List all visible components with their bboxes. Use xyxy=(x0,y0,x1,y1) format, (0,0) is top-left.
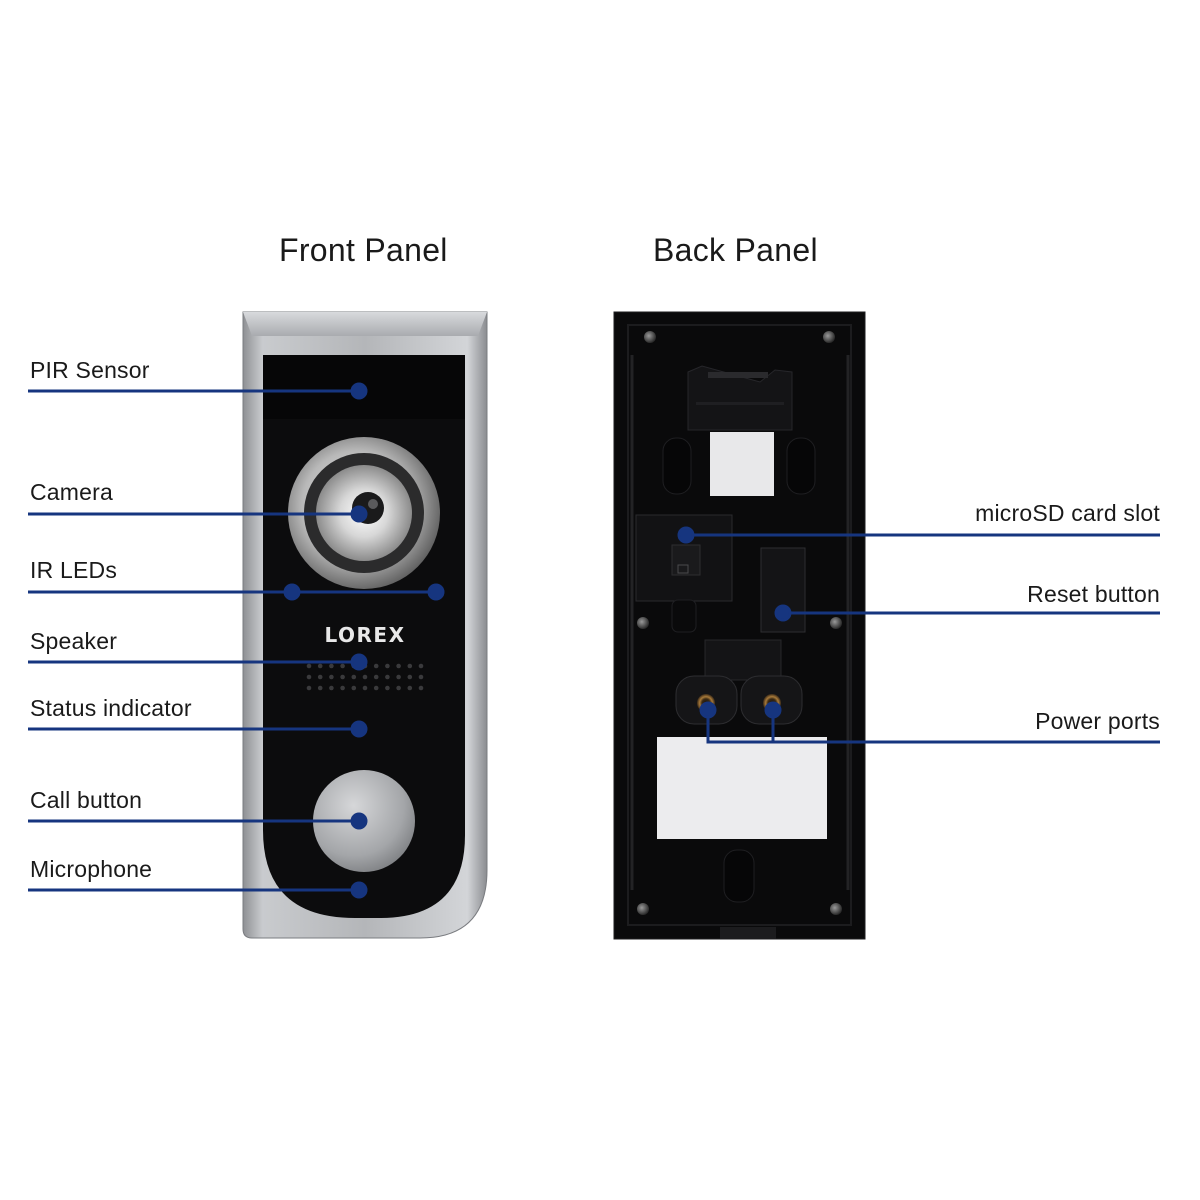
speaker-hole xyxy=(385,663,390,669)
speaker-hole xyxy=(317,674,323,680)
front-panel-title: Front Panel xyxy=(279,232,448,268)
speaker-hole xyxy=(407,674,413,680)
speaker-hole xyxy=(317,663,323,669)
front-panel-device: LOREX xyxy=(242,311,488,939)
screw xyxy=(637,903,649,915)
speaker-hole xyxy=(306,663,312,669)
label-camera: Camera xyxy=(30,479,114,505)
speaker-hole xyxy=(362,674,368,680)
speaker-hole xyxy=(306,674,312,680)
speaker-hole xyxy=(351,685,357,691)
speaker-hole xyxy=(418,685,424,691)
speaker-hole xyxy=(396,685,401,691)
speaker-hole xyxy=(407,685,413,691)
back-panel-title: Back Panel xyxy=(653,232,818,268)
label-ir-leds: IR LEDs xyxy=(30,557,118,583)
speaker-hole xyxy=(418,674,424,680)
label-speaker: Speaker xyxy=(30,628,118,654)
front-top-cap xyxy=(243,312,487,336)
speaker-hole xyxy=(418,663,424,669)
speaker-hole xyxy=(396,663,401,669)
screw xyxy=(644,331,656,343)
back-panel-device xyxy=(613,311,866,940)
sticker xyxy=(710,432,774,496)
screw xyxy=(830,617,842,629)
speaker-hole xyxy=(340,674,345,680)
speaker-hole xyxy=(396,674,401,680)
speaker-hole xyxy=(329,674,334,680)
brand-logo: LOREX xyxy=(324,623,405,647)
screw xyxy=(823,331,835,343)
speaker-hole xyxy=(362,685,368,691)
label-status-indicator: Status indicator xyxy=(30,695,192,721)
speaker-hole xyxy=(351,674,357,680)
speaker-hole xyxy=(373,663,379,669)
label-power-ports: Power ports xyxy=(1035,708,1160,734)
screw xyxy=(830,903,842,915)
speaker-hole xyxy=(407,663,413,669)
callout-power xyxy=(706,710,1160,744)
label-pir-sensor: PIR Sensor xyxy=(30,357,150,383)
screw xyxy=(637,617,649,629)
speaker-hole xyxy=(329,685,334,691)
label-microphone: Microphone xyxy=(30,856,153,882)
speaker-hole xyxy=(306,685,312,691)
speaker-hole xyxy=(373,674,379,680)
speaker-hole xyxy=(340,663,345,669)
speaker-hole xyxy=(329,663,334,669)
speaker-hole xyxy=(317,685,323,691)
label-microsd-card-slot: microSD card slot xyxy=(975,500,1160,526)
speaker-hole xyxy=(385,685,390,691)
callouts xyxy=(28,382,1160,899)
speaker-hole xyxy=(373,685,379,691)
label-sticker xyxy=(657,737,827,839)
label-reset-button: Reset button xyxy=(1027,581,1160,607)
speaker-hole xyxy=(385,674,390,680)
speaker-grille xyxy=(306,663,424,691)
label-call-button: Call button xyxy=(30,787,143,813)
speaker-hole xyxy=(340,685,345,691)
